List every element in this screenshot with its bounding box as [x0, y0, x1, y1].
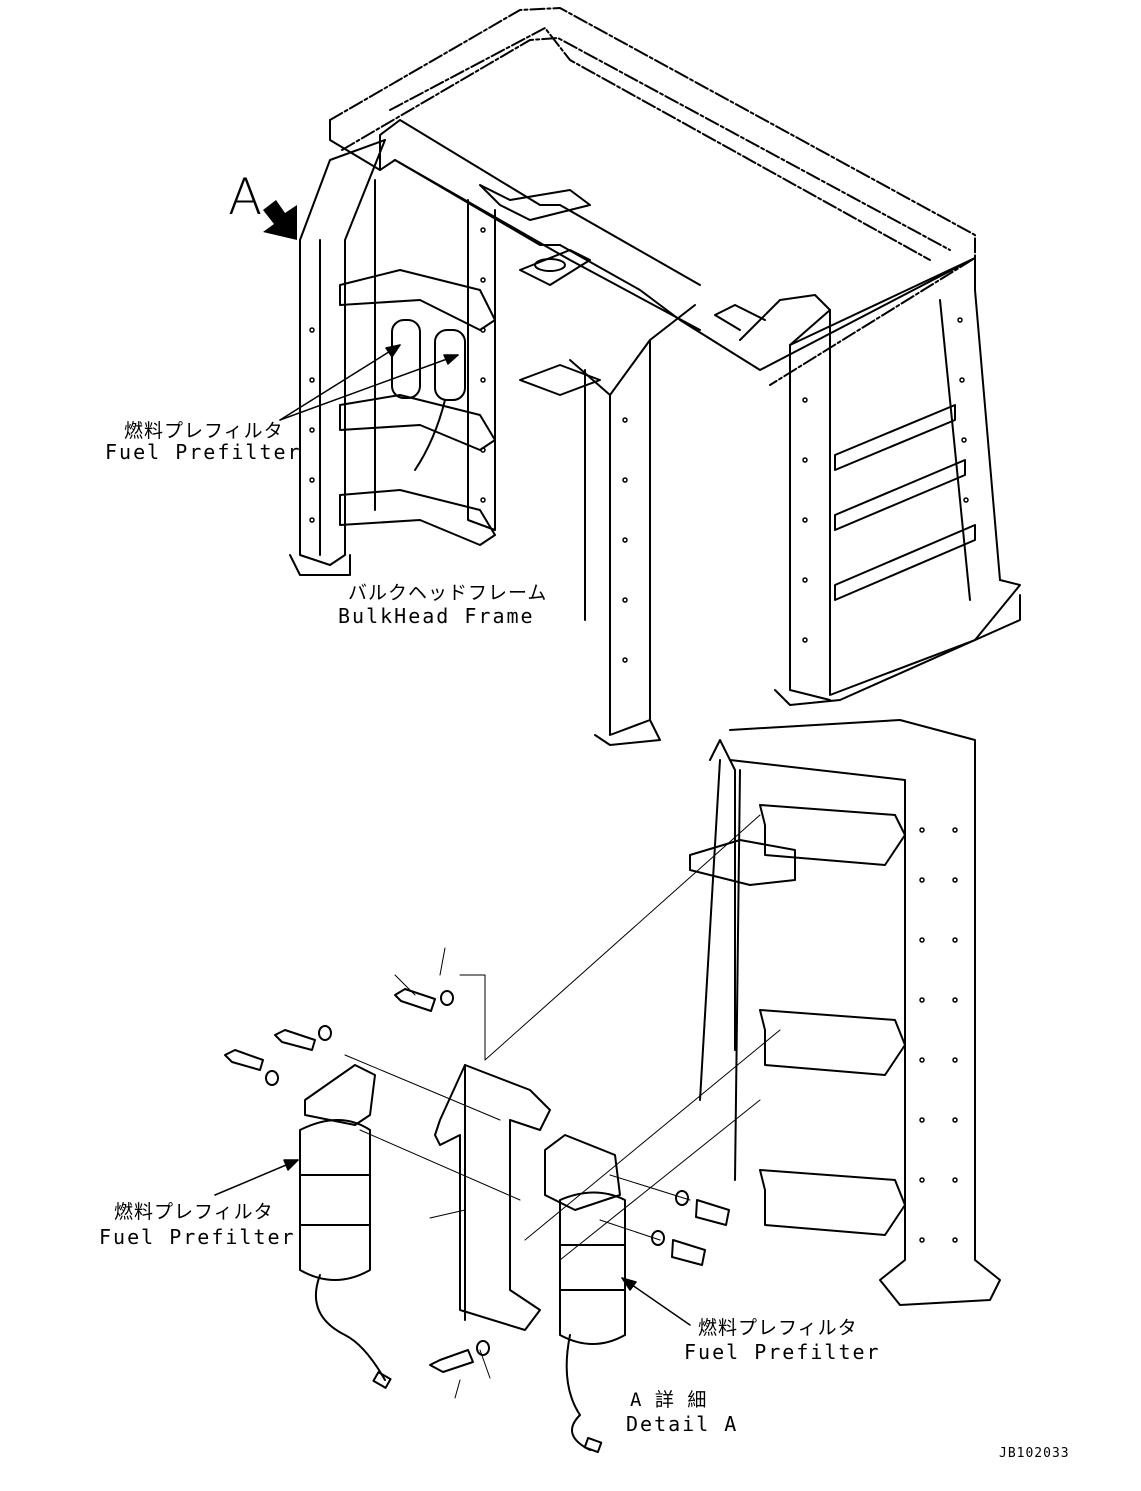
detail-a-title-en: Detail A	[626, 1412, 739, 1436]
view-a-arrow	[263, 200, 297, 240]
detail-left-filter-label-en: Fuel Prefilter	[99, 1225, 296, 1249]
top-filter-label-jp: 燃料プレフィルタ	[124, 420, 284, 442]
bulkhead-frame-drawing	[289, 7, 1021, 746]
view-a-label: A	[228, 168, 263, 226]
drawing-code: JB102033	[999, 1446, 1070, 1461]
detail-left-filter-label-jp: 燃料プレフィルタ	[114, 1201, 274, 1223]
detail-right-filter-label-jp: 燃料プレフィルタ	[698, 1317, 858, 1339]
bulkhead-frame-label-jp: バルクヘッドフレーム	[348, 582, 548, 604]
detail-a-drawing	[224, 719, 1001, 1454]
bulkhead-frame-label-en: BulkHead Frame	[338, 604, 535, 628]
top-filter-leaders	[279, 344, 459, 421]
detail-filter-leaders	[214, 1159, 691, 1326]
detail-right-filter-label-en: Fuel Prefilter	[684, 1340, 881, 1364]
top-filter-label-en: Fuel Prefilter	[105, 440, 302, 464]
detail-a-title-jp: A 詳 細	[630, 1389, 708, 1411]
